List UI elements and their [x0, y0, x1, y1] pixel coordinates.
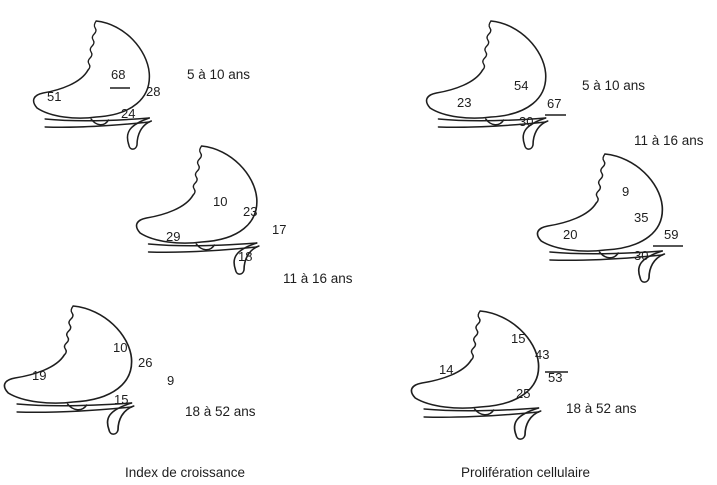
left-panel: 68 51 28 24 5 à 10 ans 10 23 29 17 18 11… — [4, 21, 352, 480]
age-label-18-52: 18 à 52 ans — [185, 404, 256, 419]
value-26: 26 — [138, 355, 152, 370]
value-9r: 9 — [622, 184, 629, 199]
age-label-18-52-right: 18 à 52 ans — [566, 401, 637, 416]
value-18: 18 — [238, 249, 252, 264]
value-19: 19 — [32, 368, 46, 383]
value-24: 24 — [121, 106, 135, 121]
value-10b: 10 — [113, 340, 127, 355]
age-label-5-10-right: 5 à 10 ans — [582, 78, 645, 93]
value-14: 14 — [439, 362, 453, 377]
value-17: 17 — [272, 222, 286, 237]
value-68: 68 — [111, 67, 125, 82]
value-30: 30 — [519, 114, 533, 129]
value-20: 20 — [563, 227, 577, 242]
diagram-left-5-10: 68 51 28 24 5 à 10 ans — [34, 21, 251, 149]
value-59: 59 — [664, 227, 678, 242]
value-10: 10 — [213, 194, 227, 209]
value-28: 28 — [146, 84, 160, 99]
value-15r: 15 — [511, 331, 525, 346]
diagram-right-18-52: 15 43 14 53 25 18 à 52 ans — [411, 311, 636, 439]
value-43: 43 — [535, 347, 549, 362]
value-54: 54 — [514, 78, 528, 93]
age-label-5-10: 5 à 10 ans — [187, 67, 250, 82]
age-label-11-16: 11 à 16 ans — [283, 271, 353, 286]
diagram-right-11-16: 9 35 20 59 30 11 à 16 ans — [537, 133, 703, 282]
value-29: 29 — [166, 229, 180, 244]
value-15: 15 — [114, 392, 128, 407]
diagram-left-11-16: 10 23 29 17 18 11 à 16 ans — [137, 146, 353, 286]
age-label-11-16-right: 11 à 16 ans — [634, 133, 704, 148]
right-panel: 54 23 67 30 5 à 10 ans 9 35 20 59 30 11 … — [411, 21, 703, 480]
caption-right: Prolifération cellulaire — [461, 465, 590, 480]
caption-left: Index de croissance — [125, 465, 245, 480]
value-23r: 23 — [457, 95, 471, 110]
value-67: 67 — [547, 96, 561, 111]
value-51: 51 — [47, 89, 61, 104]
value-9: 9 — [167, 373, 174, 388]
diagram-right-5-10: 54 23 67 30 5 à 10 ans — [427, 21, 646, 149]
value-35: 35 — [634, 210, 648, 225]
value-30r: 30 — [634, 248, 648, 263]
value-25: 25 — [516, 386, 530, 401]
diagram-left-18-52: 10 26 19 9 15 18 à 52 ans — [4, 306, 255, 434]
value-23: 23 — [243, 204, 257, 219]
